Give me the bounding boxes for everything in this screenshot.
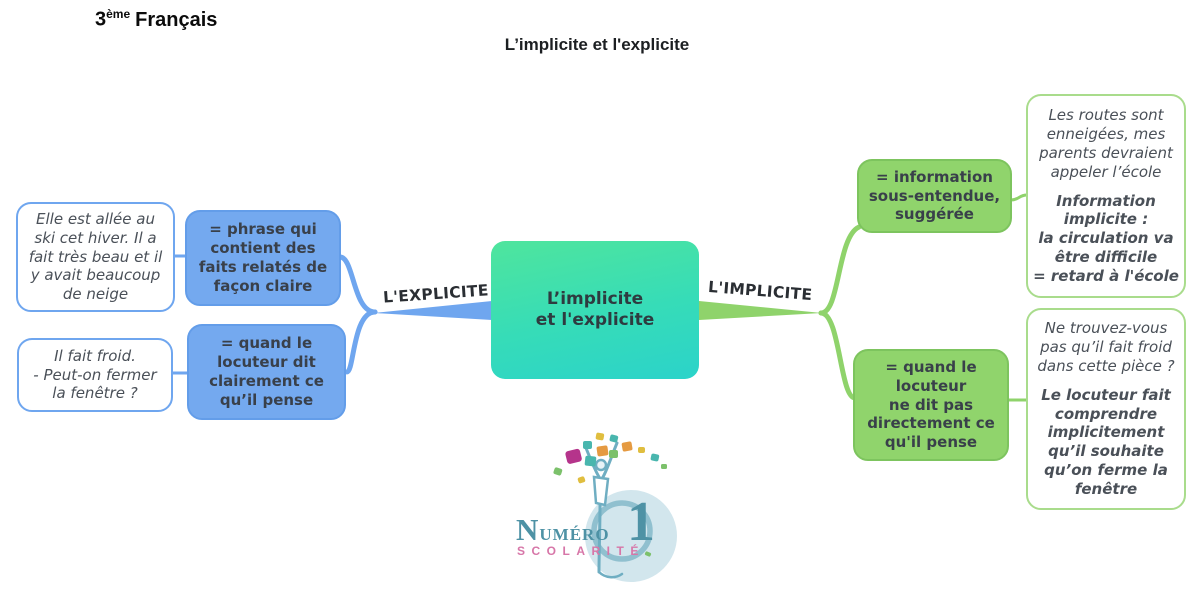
implicite-example-1-text: Les routes sont enneigées, mes parents d… <box>1039 105 1173 181</box>
explicite-definition-2-text: = quand le locuteur dit clairement ce qu… <box>209 334 324 409</box>
confetti-icons <box>553 432 667 557</box>
implicite-example-node-2: Ne trouvez-vous pas qu’il fait froid dan… <box>1026 308 1186 510</box>
implicite-example-1-stack: Les routes sont enneigées, mes parents d… <box>1033 106 1179 286</box>
central-topic-label: L’implicite et l'explicite <box>535 288 655 330</box>
logo-graphic <box>553 432 677 582</box>
explicite-lower-curve <box>344 309 378 375</box>
explicite-definition-1-text: = phrase qui contient des faits relatés … <box>198 220 328 295</box>
course-ordinal: ème <box>106 7 131 21</box>
implicite-definition-node-2: = quand le locuteur ne dit pas directeme… <box>853 349 1009 461</box>
logo-ring <box>591 500 653 562</box>
logo-numeral: 1 <box>627 491 655 553</box>
implicite-upper-curve <box>818 224 862 316</box>
implicite-example-2-note: Le locuteur fait comprendre implicitemen… <box>1041 385 1171 499</box>
logo-brand-text: Numéro <box>516 512 610 547</box>
course-label: 3ème Français <box>95 7 217 32</box>
explicite-upper-curve <box>337 254 378 315</box>
central-topic-node: L’implicite et l'explicite <box>491 241 699 379</box>
logo-circle <box>585 490 677 582</box>
implicite-example-node-1: Les routes sont enneigées, mes parents d… <box>1026 94 1186 298</box>
explicite-example-2-text: Il fait froid. - Peut-on fermer la fenêt… <box>33 346 157 403</box>
implicite-example-1-note: Information implicite : la circulation v… <box>1033 191 1179 286</box>
logo-tagline-text: SCOLARITÉ <box>517 544 645 558</box>
course-number: 3 <box>95 8 107 31</box>
implicite-example-2-stack: Ne trouvez-vous pas qu’il fait froid dan… <box>1037 319 1174 499</box>
explicite-example-1-text: Elle est allée au ski cet hiver. Il a fa… <box>28 209 163 304</box>
implicite-lower-curve <box>818 310 858 401</box>
implicite-example-2-text: Ne trouvez-vous pas qu’il fait froid dan… <box>1037 318 1175 375</box>
implicite-example1-link <box>1009 193 1029 202</box>
course-subject: Français <box>135 8 218 31</box>
implicite-trunk-line <box>699 301 822 320</box>
explicite-example-node-2: Il fait froid. - Peut-on fermer la fenêt… <box>17 338 173 412</box>
watermark-logo: Numéro 1 SCOLARITÉ <box>500 420 720 604</box>
page-title: L’implicite et l'explicite <box>504 35 690 54</box>
explicite-definition-node-1: = phrase qui contient des faits relatés … <box>185 210 341 306</box>
explicite-example-node-1: Elle est allée au ski cet hiver. Il a fa… <box>16 202 175 312</box>
explicite-definition-node-2: = quand le locuteur dit clairement ce qu… <box>187 324 346 420</box>
implicite-definition-1-text: = information sous-entendue, suggérée <box>868 167 1001 224</box>
implicite-definition-2-text: = quand le locuteur ne dit pas directeme… <box>867 357 995 452</box>
explicite-trunk-line <box>374 301 492 320</box>
implicite-definition-node-1: = information sous-entendue, suggérée <box>857 159 1012 233</box>
